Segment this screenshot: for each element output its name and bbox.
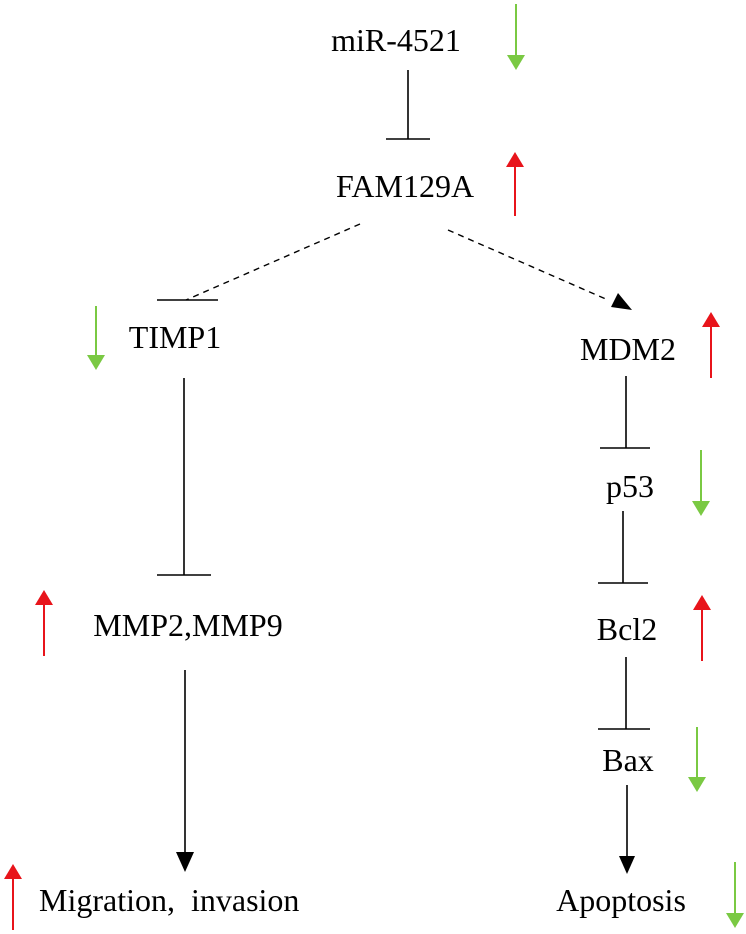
node-migration-invasion: Migration, invasion (39, 882, 299, 918)
timp1-down-arrow-icon (87, 306, 105, 370)
node-bax: Bax (602, 742, 654, 778)
node-bcl2: Bcl2 (597, 611, 657, 647)
edge-timp1-inhibits-mmp (157, 378, 211, 576)
edge-bax-activates-apoptosis (619, 785, 635, 874)
arrowhead (176, 852, 194, 872)
edge-bcl2-inhibits-bax (598, 657, 650, 730)
node-apoptosis: Apoptosis (556, 882, 686, 918)
edge-mdm2-inhibits-p53 (600, 376, 650, 449)
migration-up-arrow-icon (4, 864, 22, 930)
bax-down-arrow-icon (688, 727, 706, 792)
node-mdm2: MDM2 (580, 331, 676, 367)
node-mmp2-mmp9: MMP2,MMP9 (93, 607, 282, 643)
edge-mmp-activates-migration (176, 670, 194, 872)
mmp-up-arrow-icon (35, 590, 53, 656)
node-mir-4521: miR-4521 (331, 22, 461, 58)
edge-fam129a-activates-mdm2 (447, 229, 632, 310)
node-timp1: TIMP1 (129, 319, 221, 355)
bcl2-up-arrow-icon (693, 595, 711, 661)
mdm2-up-arrow-icon (702, 312, 720, 378)
edge-mir4521-inhibits-fam129a (386, 70, 430, 140)
p53-down-arrow-icon (692, 450, 710, 516)
node-p53: p53 (606, 468, 654, 504)
apoptosis-down-arrow-icon (726, 862, 744, 928)
fam129a-up-arrow-icon (506, 152, 524, 216)
node-fam129a: FAM129A (336, 168, 474, 204)
mir4521-down-arrow-icon (507, 4, 525, 70)
arrowhead (619, 856, 635, 874)
arrowhead (611, 293, 632, 310)
edge-fam129a-inhibits-timp1 (157, 223, 361, 301)
edge-p53-inhibits-bcl2 (598, 511, 648, 584)
regulation-indicators (4, 4, 744, 930)
